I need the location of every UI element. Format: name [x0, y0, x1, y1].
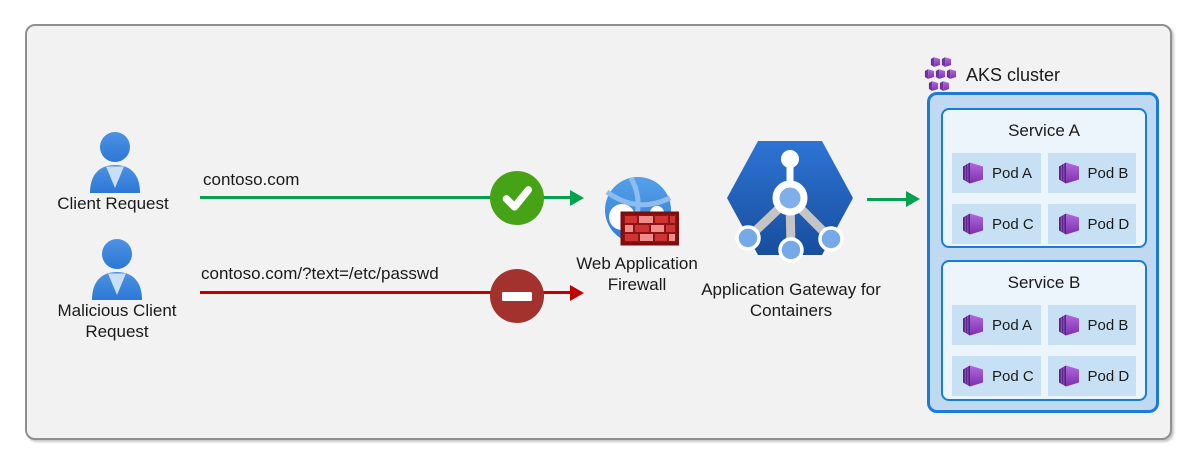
blocked-arrowhead — [570, 285, 584, 301]
pod-label: Pod B — [1087, 164, 1129, 182]
service-a-pods: Pod A Pod B Pod C Pod D — [952, 153, 1136, 244]
client-request-label: Client Request — [57, 194, 169, 213]
service-a-box: Service A Pod A Pod B Pod C Pod D — [941, 108, 1147, 248]
application-gateway-icon — [727, 141, 853, 263]
pod-tile: Pod D — [1047, 204, 1136, 244]
blocked-request-url: contoso.com/?text=/etc/passwd — [201, 264, 439, 283]
service-b-pods: Pod A Pod B Pod C Pod D — [952, 305, 1136, 396]
waf-label: Web Application Firewall — [576, 254, 698, 294]
pod-tile: Pod D — [1047, 356, 1136, 396]
allowed-arrowhead — [570, 190, 584, 206]
aks-cluster-icon — [924, 56, 957, 92]
pod-icon — [962, 364, 984, 388]
block-badge — [490, 269, 544, 323]
service-b-title: Service B — [1007, 273, 1081, 292]
blocked-arrow-line — [200, 291, 570, 294]
pod-icon — [1057, 364, 1080, 388]
pod-label: Pod A — [992, 164, 1033, 182]
pod-label: Pod A — [992, 316, 1033, 334]
no-entry-icon — [502, 291, 532, 301]
malicious-client-request-label: Malicious Client Request — [57, 301, 177, 341]
gateway-to-aks-arrow-line — [867, 198, 907, 201]
pod-label: Pod D — [1087, 367, 1130, 385]
check-badge — [490, 171, 544, 225]
pod-icon — [1057, 313, 1080, 337]
pod-label: Pod D — [1087, 215, 1130, 233]
service-b-box: Service B Pod A Pod B Pod C Pod D — [941, 260, 1147, 401]
pod-tile: Pod C — [952, 204, 1041, 244]
check-icon — [502, 186, 533, 211]
pod-tile: Pod B — [1047, 305, 1136, 345]
pod-tile: Pod A — [952, 305, 1041, 345]
aks-cluster-title: AKS cluster — [966, 65, 1061, 85]
pod-icon — [962, 313, 984, 337]
pod-icon — [962, 212, 984, 236]
pod-tile: Pod C — [952, 356, 1041, 396]
allowed-arrow-line — [200, 196, 570, 199]
pod-label: Pod C — [992, 367, 1034, 385]
allowed-request-url: contoso.com — [203, 170, 300, 189]
pod-icon — [1057, 212, 1080, 236]
pod-icon — [962, 161, 984, 185]
pod-icon — [1057, 161, 1080, 185]
pod-label: Pod C — [992, 215, 1034, 233]
client-person-icon — [90, 132, 140, 193]
malicious-client-person-icon — [92, 239, 142, 300]
pod-tile: Pod B — [1047, 153, 1136, 193]
service-a-title: Service A — [1008, 121, 1080, 140]
pod-label: Pod B — [1087, 316, 1129, 334]
web-application-firewall-icon — [605, 176, 679, 246]
gateway-to-aks-arrowhead — [906, 191, 920, 207]
gateway-label: Application Gateway for Containers — [701, 280, 881, 320]
pod-tile: Pod A — [952, 153, 1041, 193]
